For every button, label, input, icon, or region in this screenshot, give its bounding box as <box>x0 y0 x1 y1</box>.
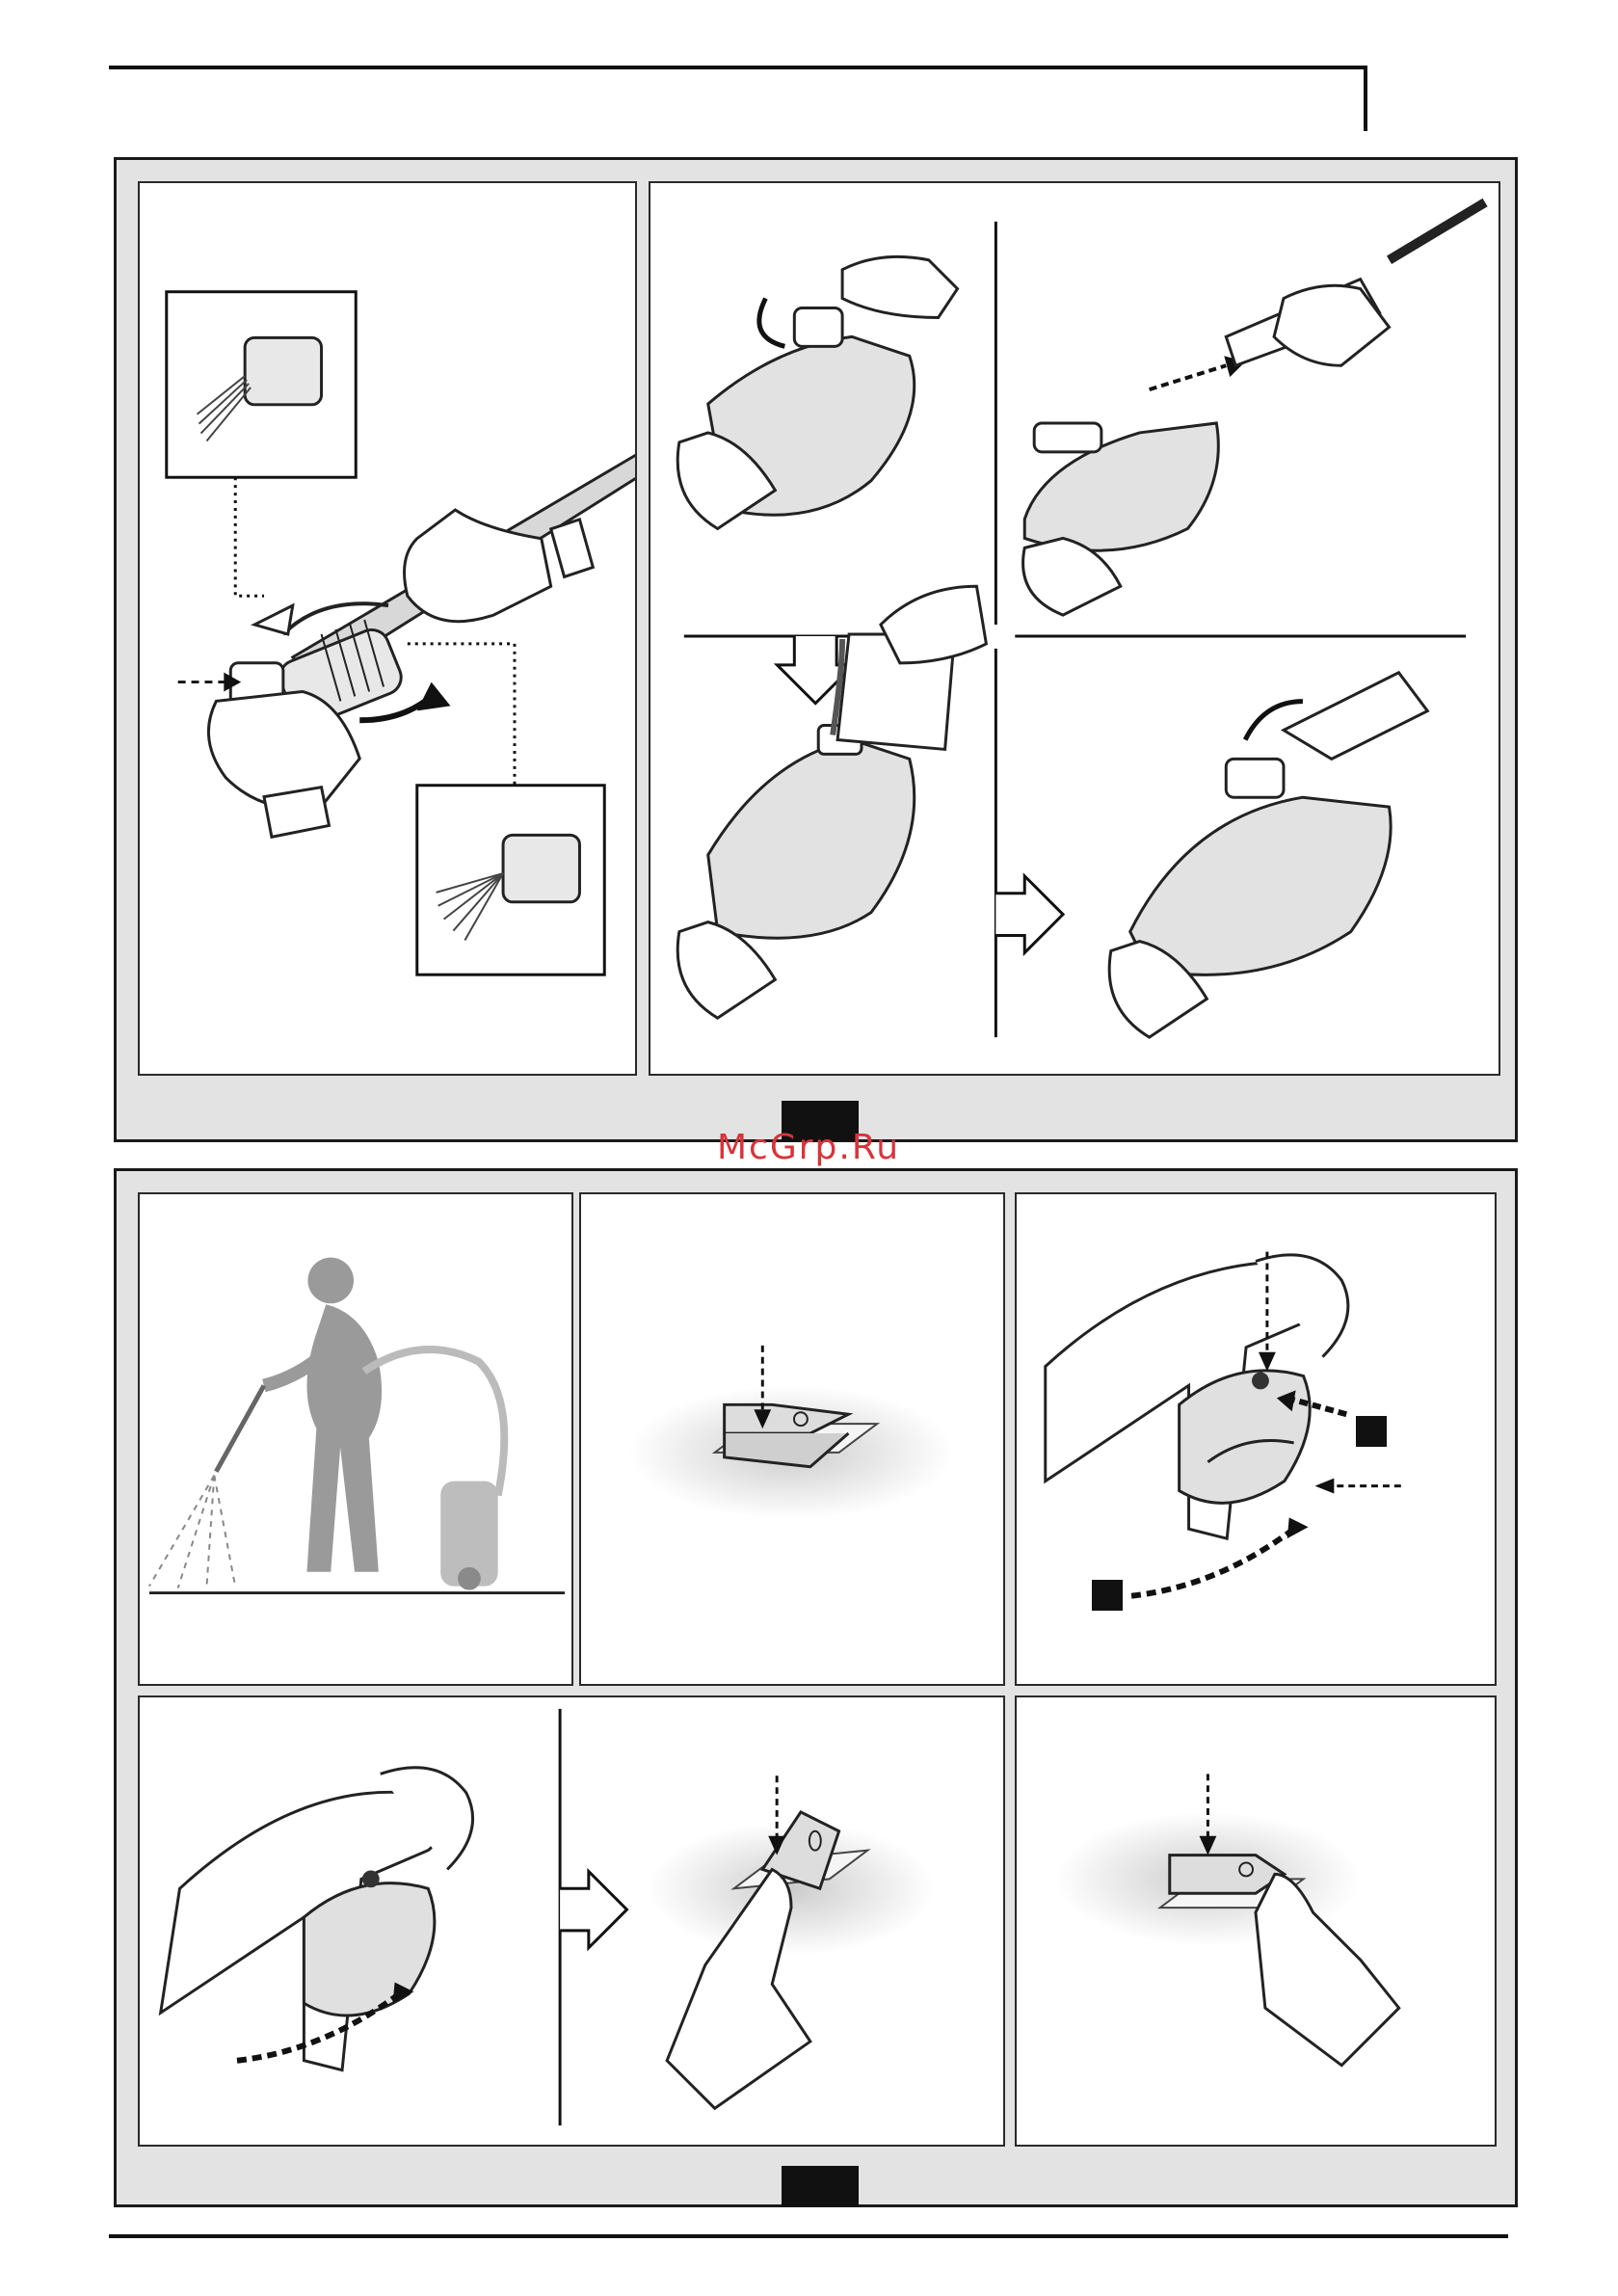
figure-top <box>114 157 1518 1142</box>
callout-square-1 <box>1356 1416 1387 1447</box>
panel-switch-press <box>579 1192 1005 1686</box>
operator-illustration <box>140 1194 571 1684</box>
switch-off-illustration <box>1017 1697 1495 2145</box>
figure-bottom <box>114 1168 1518 2207</box>
nozzle-adjust-illustration <box>140 183 635 1074</box>
panel-switch-off <box>1015 1695 1497 2147</box>
switch-press-illustration <box>581 1194 1003 1684</box>
detergent-steps-illustration <box>650 183 1499 1074</box>
header-rule-tick <box>1364 66 1367 131</box>
panel-operator-spraying <box>138 1192 573 1686</box>
gun-trigger-illustration <box>1017 1194 1495 1684</box>
callout-square-2 <box>1092 1580 1123 1611</box>
watermark: McGrp.Ru <box>717 1128 900 1167</box>
panel-trigger-then-switch-on <box>138 1695 1005 2147</box>
panel-detergent-steps <box>649 181 1500 1076</box>
figure-bottom-tab <box>782 2166 859 2206</box>
footer-rule <box>109 2234 1508 2238</box>
trigger-switch-on-illustration <box>140 1697 1003 2145</box>
header-rule <box>109 66 1367 69</box>
panel-nozzle-adjust <box>138 181 637 1076</box>
panel-gun-trigger-release <box>1015 1192 1497 1686</box>
